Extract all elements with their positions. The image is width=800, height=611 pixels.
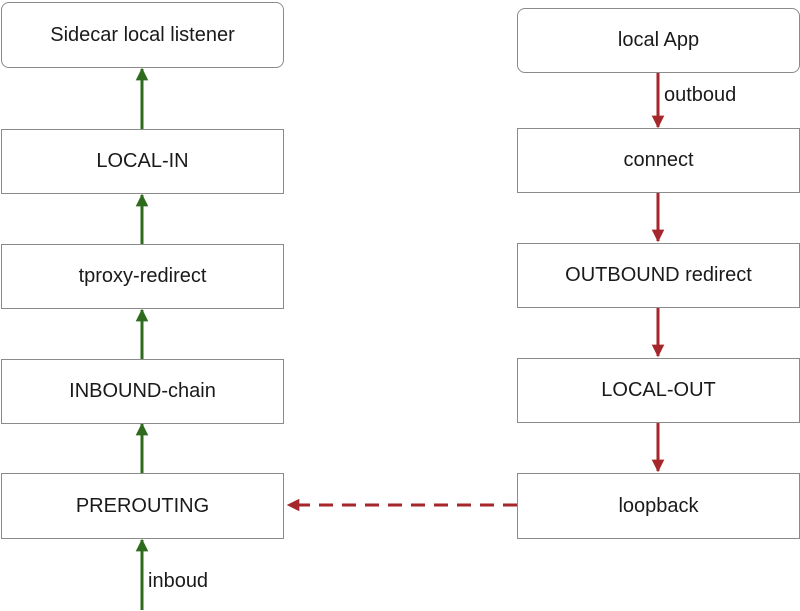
node-local-app: local App [517,8,800,73]
node-inbound-chain: INBOUND-chain [1,359,284,424]
node-connect: connect [517,128,800,193]
node-prerouting: PREROUTING [1,473,284,539]
node-outbound-redirect: OUTBOUND redirect [517,243,800,308]
edge-label-inbound: inboud [148,570,209,592]
node-loopback: loopback [517,473,800,539]
node-local-in: LOCAL-IN [1,129,284,194]
node-sidecar-local-listener: Sidecar local listener [1,2,284,68]
edge-label-outbound: outboud [664,84,737,106]
node-local-out: LOCAL-OUT [517,358,800,423]
node-tproxy-redirect: tproxy-redirect [1,244,284,309]
